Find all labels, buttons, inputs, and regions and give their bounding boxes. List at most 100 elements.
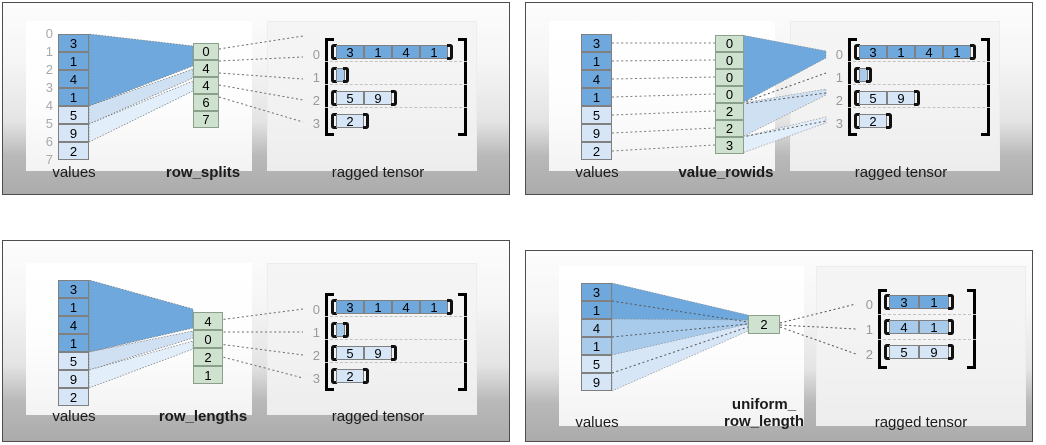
value-cell: 5 bbox=[581, 106, 612, 124]
value-cell: 1 bbox=[58, 298, 89, 316]
ragged-row-separator bbox=[325, 316, 467, 317]
tensor-open-bracket bbox=[878, 289, 887, 369]
values-caption: values bbox=[575, 164, 619, 181]
ragged-row-label: 0 bbox=[312, 302, 320, 317]
row-bracket-left bbox=[854, 90, 860, 106]
encoding-cell: 6 bbox=[193, 94, 219, 111]
row-bracket-left bbox=[331, 90, 337, 106]
value-cell: 4 bbox=[581, 319, 612, 337]
panel-row-lengths: 3 1 4 1 5 9 2 4 0 2 1 0 1 2 3 3 1 4 1 5 … bbox=[2, 240, 510, 442]
tensor-cell: 2 bbox=[336, 369, 364, 383]
ragged-row-label: 2 bbox=[312, 348, 320, 363]
value-index-3: 3 bbox=[45, 80, 53, 95]
ragged-caption: ragged tensor bbox=[331, 164, 425, 181]
value-cell: 4 bbox=[58, 316, 89, 334]
row-bracket-right bbox=[343, 67, 349, 83]
tensor-close-bracket bbox=[967, 289, 976, 369]
row-bracket-right bbox=[343, 322, 349, 338]
value-index-7: 7 bbox=[45, 152, 53, 167]
tensor-cell: 4 bbox=[392, 300, 420, 314]
value-index-1: 1 bbox=[45, 44, 53, 59]
ragged-caption: ragged tensor bbox=[874, 414, 968, 431]
value-cell: 3 bbox=[581, 34, 612, 52]
ragged-caption: ragged tensor bbox=[331, 408, 425, 425]
value-cell: 5 bbox=[581, 355, 612, 373]
row-bracket-left bbox=[884, 319, 890, 335]
values-caption: values bbox=[52, 164, 96, 181]
tensor-cell: 5 bbox=[336, 91, 364, 105]
value-cell: 2 bbox=[58, 142, 89, 160]
row-bracket-left bbox=[884, 294, 890, 310]
ragged-row-separator bbox=[878, 314, 976, 315]
ragged-row-separator bbox=[325, 107, 467, 108]
tensor-cell: 5 bbox=[859, 91, 887, 105]
panel-row-splits: 0 1 2 3 4 5 6 7 3 1 4 1 5 9 2 0 4 4 6 7 … bbox=[2, 2, 510, 195]
row-bracket-right bbox=[363, 368, 369, 384]
row-bracket-left bbox=[854, 67, 860, 83]
value-cell: 3 bbox=[58, 280, 89, 298]
tensor-cell: 1 bbox=[420, 300, 448, 314]
ragged-row-label: 1 bbox=[865, 322, 873, 337]
row-bracket-right bbox=[886, 113, 892, 129]
ragged-row-label: 3 bbox=[312, 371, 320, 386]
row-bracket-right bbox=[391, 90, 397, 106]
ragged-row-label: 0 bbox=[865, 297, 873, 312]
panel-uniform-row-length: 3 1 4 1 5 9 2 0 1 2 3 1 4 1 5 9 values u… bbox=[525, 250, 1033, 442]
value-cell: 1 bbox=[581, 301, 612, 319]
tensor-cell: 5 bbox=[889, 345, 919, 359]
value-cell: 3 bbox=[58, 34, 89, 52]
value-cell: 2 bbox=[58, 388, 89, 406]
value-index-5: 5 bbox=[45, 116, 53, 131]
row-bracket-left bbox=[331, 345, 337, 361]
ragged-row-label: 3 bbox=[835, 116, 843, 131]
encoding-cell: 0 bbox=[715, 86, 744, 103]
encoding-cell: 2 bbox=[715, 103, 744, 120]
tensor-cell: 2 bbox=[336, 114, 364, 128]
encoding-caption: uniform_ row_length bbox=[723, 396, 804, 431]
ragged-row-separator bbox=[325, 362, 467, 363]
encoding-cell: 2 bbox=[748, 315, 780, 334]
tensor-open-bracket bbox=[325, 38, 334, 136]
tensor-cell: 1 bbox=[887, 45, 915, 59]
tensor-cell: 1 bbox=[919, 295, 949, 309]
tensor-cell-empty bbox=[336, 68, 345, 82]
row-bracket-right bbox=[363, 113, 369, 129]
panel-value-rowids: 3 1 4 1 5 9 2 0 0 0 0 2 2 3 0 1 2 3 3 1 … bbox=[525, 2, 1033, 195]
row-bracket-right bbox=[948, 319, 954, 335]
ragged-row-separator bbox=[325, 84, 467, 85]
row-bracket-right bbox=[866, 67, 872, 83]
tensor-cell: 1 bbox=[943, 45, 971, 59]
encoding-cell: 0 bbox=[193, 43, 219, 60]
encoding-cell: 0 bbox=[715, 69, 744, 86]
values-caption: values bbox=[52, 408, 96, 425]
tensor-cell: 9 bbox=[919, 345, 949, 359]
ragged-row-label: 3 bbox=[312, 116, 320, 131]
row-bracket-right bbox=[948, 344, 954, 360]
encoding-cell: 3 bbox=[715, 137, 744, 154]
tensor-cell: 1 bbox=[420, 45, 448, 59]
ragged-row-label: 1 bbox=[835, 70, 843, 85]
value-index-0: 0 bbox=[45, 26, 53, 41]
row-bracket-right bbox=[391, 345, 397, 361]
value-cell: 1 bbox=[581, 88, 612, 106]
encoding-cell: 2 bbox=[715, 120, 744, 137]
row-bracket-right bbox=[970, 44, 976, 60]
value-cell: 1 bbox=[581, 52, 612, 70]
row-bracket-left bbox=[884, 344, 890, 360]
tensor-cell: 4 bbox=[392, 45, 420, 59]
tensor-cell: 1 bbox=[919, 320, 949, 334]
tensor-close-bracket bbox=[458, 38, 467, 136]
value-cell: 4 bbox=[581, 70, 612, 88]
encoding-cell: 4 bbox=[193, 60, 219, 77]
encoding-cell: 1 bbox=[193, 366, 223, 384]
tensor-cell: 5 bbox=[336, 346, 364, 360]
row-bracket-right bbox=[447, 299, 453, 315]
ragged-row-label: 2 bbox=[835, 93, 843, 108]
tensor-cell: 9 bbox=[364, 346, 392, 360]
tensor-cell: 2 bbox=[859, 114, 887, 128]
tensor-open-bracket bbox=[848, 38, 857, 136]
row-bracket-left bbox=[854, 113, 860, 129]
row-bracket-right bbox=[447, 44, 453, 60]
value-cell: 5 bbox=[58, 106, 89, 124]
tensor-close-bracket bbox=[458, 293, 467, 391]
